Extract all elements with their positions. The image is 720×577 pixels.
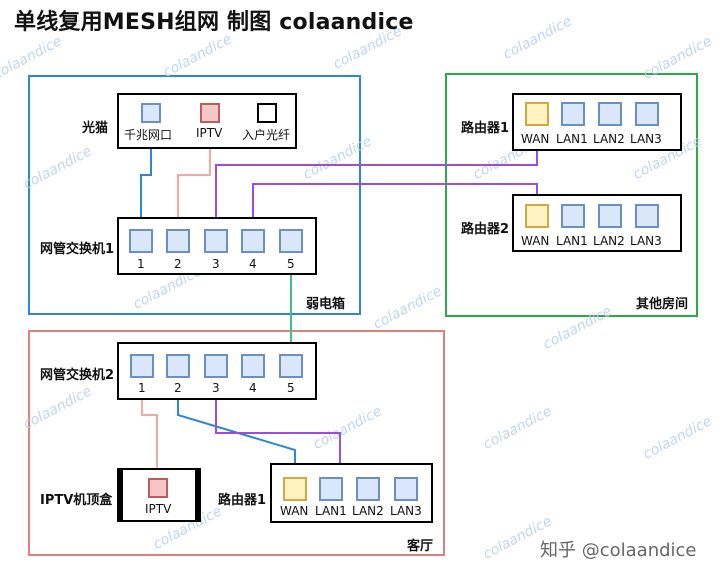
router1-room-lan2-port (598, 102, 622, 126)
switch2-port-2 (166, 354, 190, 378)
modem-gigabit-port-label: 千兆网口 (124, 128, 173, 142)
switch2-port-4 (241, 354, 265, 378)
router2-room-lan3-label: LAN3 (630, 234, 662, 248)
router1-room-lan3-port (635, 102, 659, 126)
iptv-box-port-label: IPTV (145, 502, 172, 516)
author-credit: 知乎 @colaandice (540, 540, 697, 561)
diagram-title: 单线复用MESH组网 制图 colaandice (14, 10, 414, 35)
switch1-port-2 (166, 229, 190, 253)
router1-room-lan1-label: LAN1 (556, 132, 588, 146)
switch1-port-4 (241, 229, 265, 253)
switch1-port-2-label: 2 (174, 257, 182, 271)
iptv-box-label: IPTV机顶盒 (40, 493, 113, 508)
router1-living-lan2-label: LAN2 (352, 504, 384, 518)
router2-room-lan2-port (598, 204, 622, 228)
router1-living-lan3-port (394, 477, 418, 501)
router1-room-label: 路由器1 (461, 121, 510, 136)
modem-label: 光猫 (82, 121, 109, 136)
iptv-box-port (148, 478, 168, 498)
router1-living-label: 路由器1 (218, 493, 267, 508)
router2-room-label: 路由器2 (461, 222, 510, 237)
switch1-port-1-label: 1 (137, 257, 145, 271)
switch1-port-1 (129, 229, 153, 253)
router1-living-lan3-label: LAN3 (390, 504, 422, 518)
router2-room-lan2-label: LAN2 (593, 234, 625, 248)
modem-gigabit-port (141, 103, 161, 123)
switch1-label: 网管交换机1 (40, 242, 115, 257)
router1-living-lan1-port (319, 477, 343, 501)
router2-room-lan1-port (561, 204, 585, 228)
switch1-port-5-label: 5 (287, 257, 295, 271)
switch2-port-3 (204, 354, 228, 378)
living-room-region (28, 330, 445, 556)
weak-box-region (28, 75, 361, 315)
weak-box-label: 弱电箱 (306, 297, 346, 312)
other-rooms-label: 其他房间 (636, 297, 689, 312)
switch2-port-2-label: 2 (174, 381, 182, 395)
switch1-port-5 (279, 229, 303, 253)
router2-room-wan-label: WAN (521, 234, 550, 248)
router1-living-wan-label: WAN (280, 504, 309, 518)
router1-living-lan1-label: LAN1 (315, 504, 347, 518)
router2-room-lan1-label: LAN1 (556, 234, 588, 248)
modem-fiber-port (257, 103, 277, 123)
router1-room-lan2-label: LAN2 (593, 132, 625, 146)
switch2-port-1 (130, 354, 154, 378)
modem-iptv-port-label: IPTV (196, 126, 223, 140)
switch1-port-3-label: 3 (212, 257, 220, 271)
wire-switch2-port3-to-living-router-lan1 (215, 378, 341, 477)
router1-room-wan-label: WAN (521, 132, 550, 146)
router2-room-wan-port (525, 204, 549, 228)
switch2-port-5-label: 5 (287, 381, 295, 395)
wire-modem-lan-to-switch1-port1 (140, 123, 152, 229)
living-room-label: 客厅 (407, 539, 434, 554)
router1-room-lan3-label: LAN3 (630, 132, 662, 146)
router2-room-lan3-port (635, 204, 659, 228)
router1-living-wan-port (283, 477, 307, 501)
switch2-port-5 (279, 354, 303, 378)
other-rooms-region (445, 73, 698, 317)
router1-room-wan-port (525, 102, 549, 126)
modem-fiber-port-label: 入户光纤 (242, 128, 291, 142)
router1-living-lan2-port (356, 477, 380, 501)
router1-room-lan1-port (561, 102, 585, 126)
wire-modem-iptv-to-switch1-port2 (177, 123, 211, 229)
switch1-port-3 (204, 229, 228, 253)
switch2-label: 网管交换机2 (40, 368, 115, 383)
switch2-port-4-label: 4 (249, 381, 257, 395)
switch2-port-1-label: 1 (138, 381, 146, 395)
switch2-port-3-label: 3 (212, 381, 220, 395)
modem-iptv-port (200, 103, 220, 123)
switch1-port-4-label: 4 (249, 257, 257, 271)
